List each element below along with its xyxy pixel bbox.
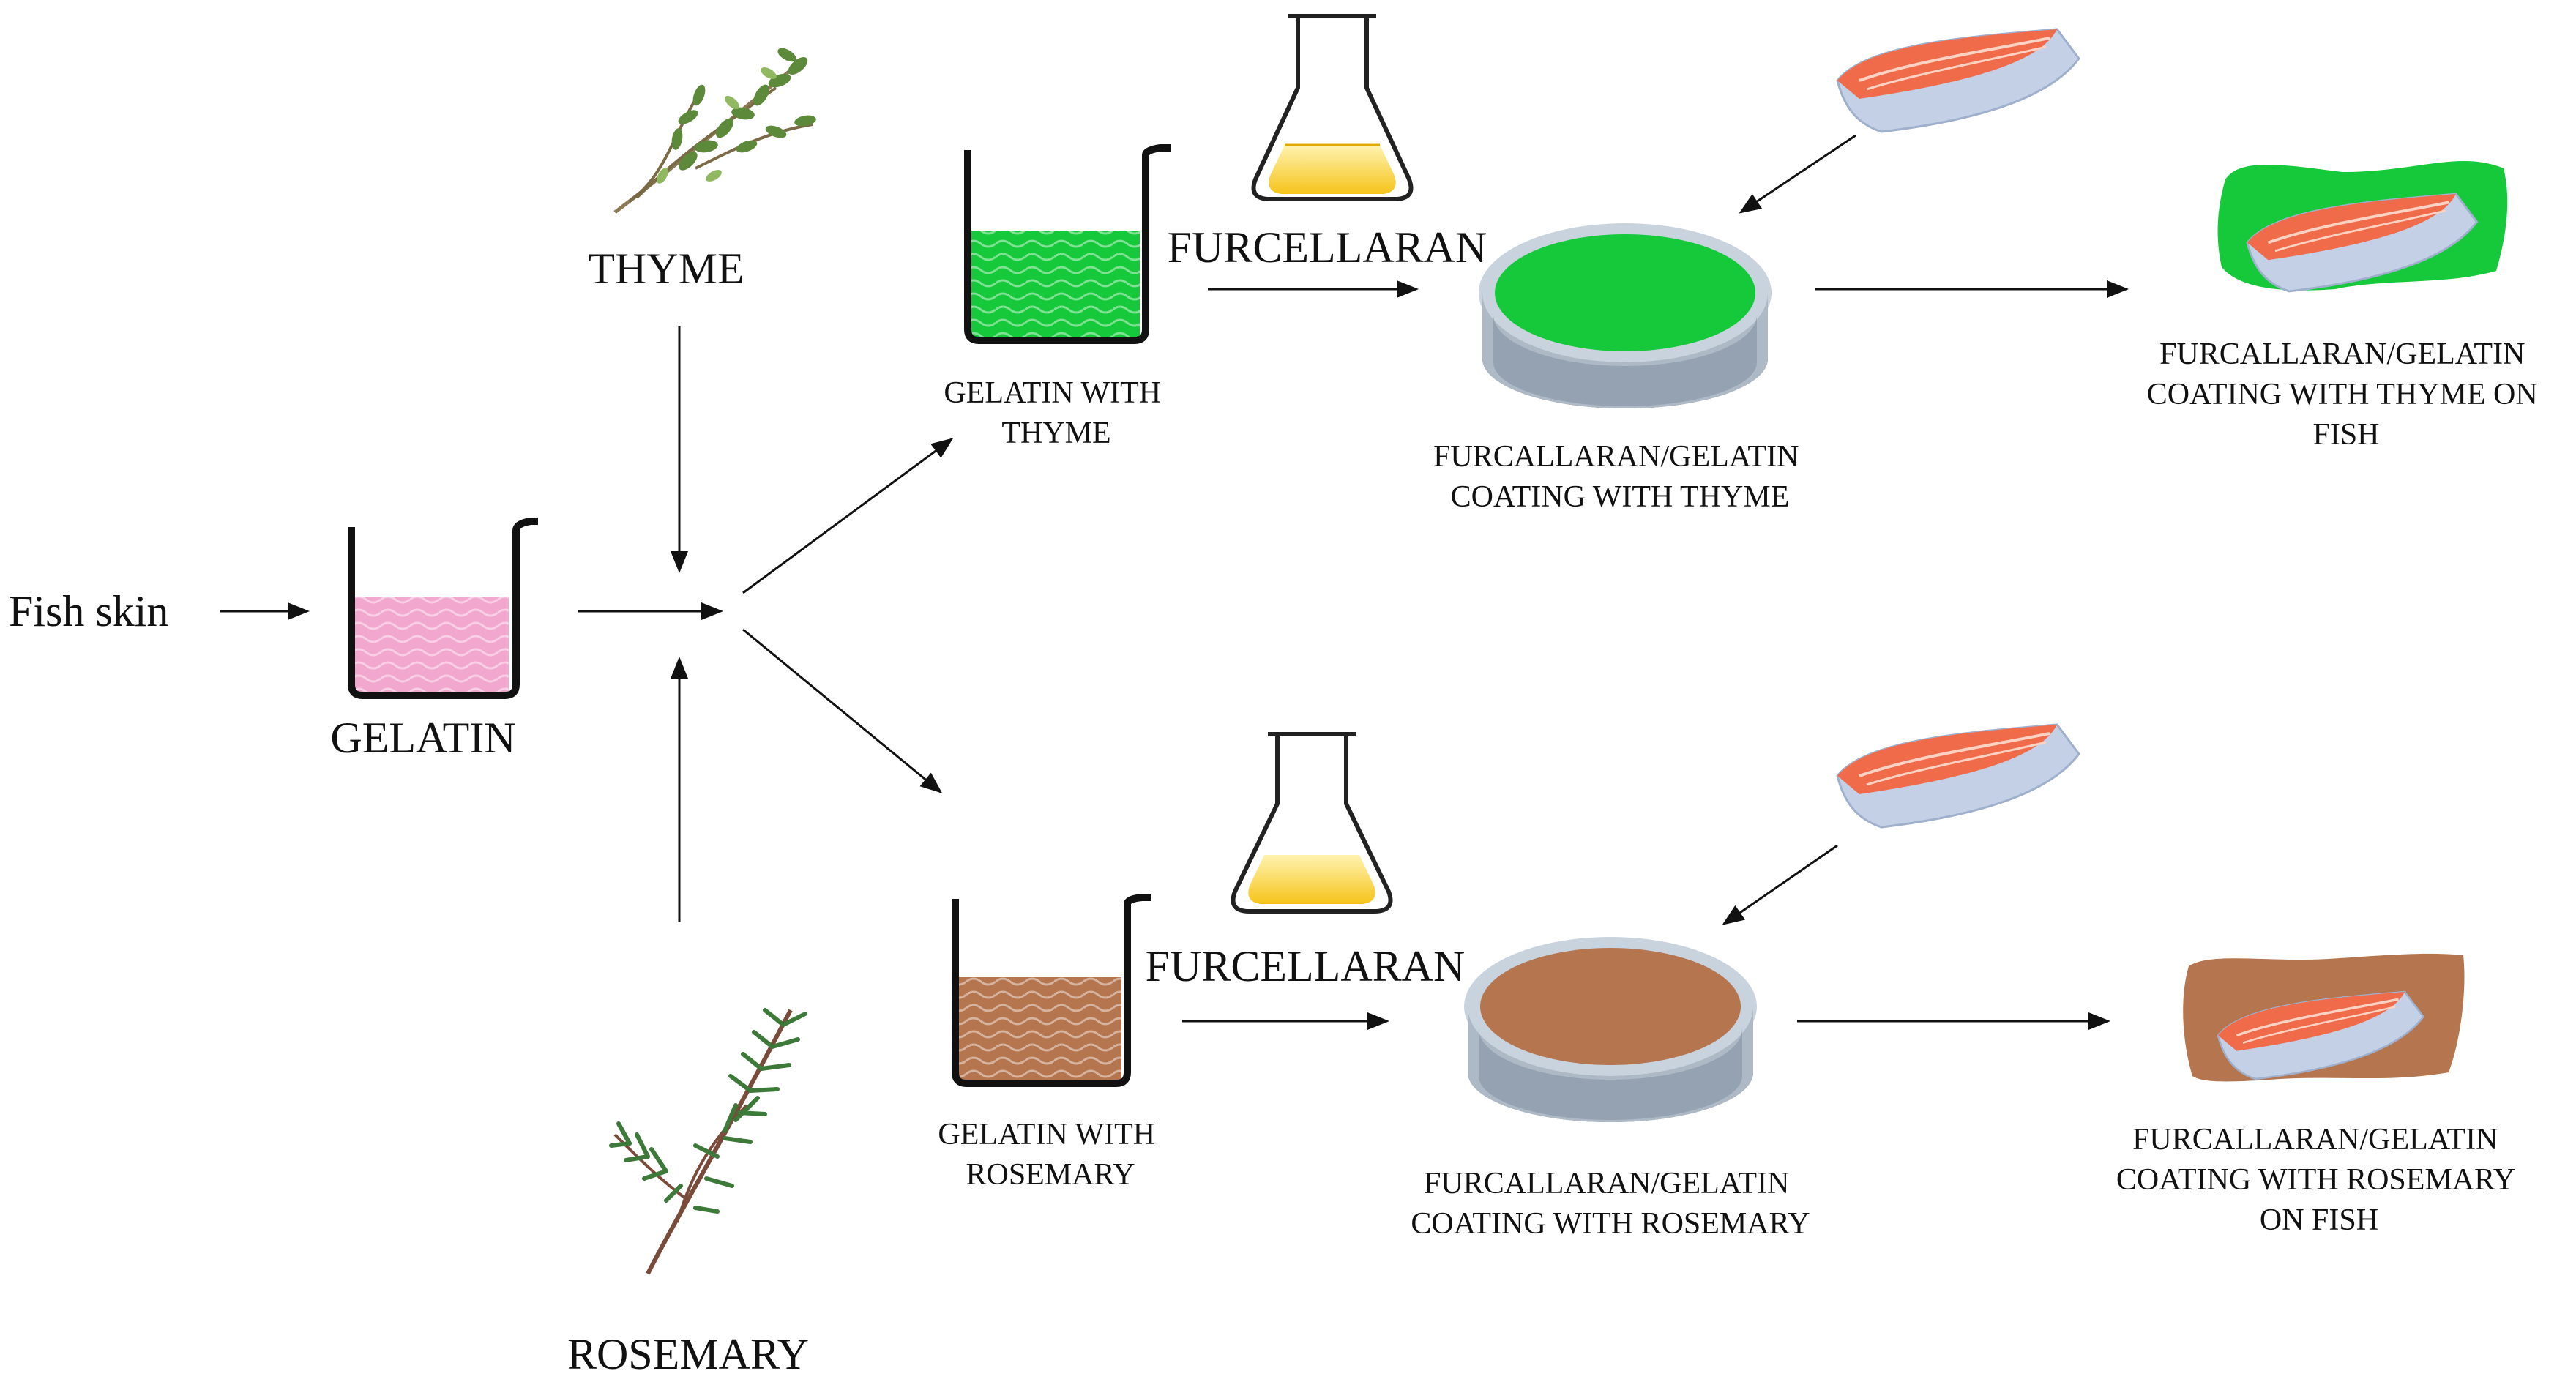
arrow-mix-to-thyme-gelatin <box>742 438 954 594</box>
arrows <box>220 134 2129 1030</box>
flask-icon-bottom <box>1231 732 1393 914</box>
furcellaran-label-top: FURCELLARAN <box>1168 223 1487 272</box>
rosemary-gelatin-beaker-icon <box>952 894 1151 1087</box>
coated-fish-rosemary-icon <box>2183 953 2465 1082</box>
thyme-gelatin-beaker-icon <box>964 144 1171 344</box>
arrow-mix-to-rosemary-gelatin <box>742 628 943 793</box>
gelatin-label: GELATIN <box>330 714 515 762</box>
coating-with-thyme-label: FURCALLARAN/GELATIN COATING WITH THYME <box>1433 440 1807 514</box>
petri-dish-icon-thyme <box>1479 223 1772 408</box>
coating-with-rosemary-label: FURCALLARAN/GELATIN COATING WITH ROSEMAR… <box>1411 1167 1810 1241</box>
thyme-sprig-icon <box>613 48 816 214</box>
rosemary-label: ROSEMARY <box>567 1330 809 1378</box>
fish-fillet-icon-top <box>1836 28 2080 133</box>
petri-dish-icon-rosemary <box>1464 937 1757 1122</box>
gelatin-with-thyme-label: GELATIN WITH THYME <box>944 376 1168 450</box>
fish-skin-label: Fish skin <box>9 587 168 635</box>
furcellaran-label-bottom: FURCELLARAN <box>1146 942 1466 990</box>
gelatin-with-rosemary-label: GELATIN WITH ROSEMARY <box>938 1118 1162 1192</box>
arrow-fish-to-rosemary-coating <box>1722 844 1838 925</box>
fish-fillet-icon-bottom <box>1836 723 2080 829</box>
coating-thyme-on-fish-label: FURCALLARAN/GELATIN COATING WITH THYME O… <box>2147 337 2545 452</box>
thyme-label: THYME <box>588 244 744 293</box>
gelatin-beaker-icon <box>348 518 538 699</box>
rosemary-sprig-icon <box>609 1008 807 1275</box>
coated-fish-thyme-icon <box>2217 161 2508 293</box>
arrow-fish-to-thyme-coating <box>1739 134 1856 214</box>
coating-rosemary-on-fish-label: FURCALLARAN/GELATIN COATING WITH ROSEMAR… <box>2116 1123 2522 1237</box>
flask-icon-top <box>1251 14 1414 201</box>
